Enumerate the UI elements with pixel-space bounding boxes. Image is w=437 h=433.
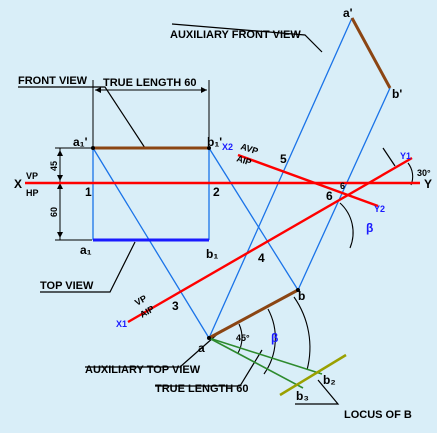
beta-angle-aux-top: β bbox=[271, 331, 278, 345]
point-b: b bbox=[298, 289, 305, 303]
point-b2: b₂ bbox=[323, 373, 336, 387]
leader-lines bbox=[18, 23, 396, 405]
reference-lines bbox=[25, 153, 420, 324]
dimension-45: 45 bbox=[49, 161, 59, 171]
top-view-label: TOP VIEW bbox=[40, 280, 94, 292]
true-length-label-top: TRUE LENGTH 60 bbox=[103, 77, 197, 89]
dimension-lines bbox=[55, 80, 210, 241]
ref-y2-label: Y2 bbox=[374, 204, 385, 214]
ref-y-label: Y bbox=[424, 177, 432, 191]
locus-line bbox=[279, 353, 347, 397]
ref-hp-label: HP bbox=[26, 188, 39, 198]
point-b-prime-aux: b' bbox=[392, 87, 402, 101]
point-b1-prime: b₁' bbox=[207, 135, 222, 149]
ref-vp-label: VP bbox=[26, 171, 38, 181]
point-markers bbox=[91, 146, 300, 340]
number-2: 2 bbox=[213, 185, 220, 199]
angle-30-label: 30° bbox=[417, 168, 431, 178]
ref-x1-label: X1 bbox=[116, 319, 127, 329]
point-a1-prime: a₁' bbox=[73, 135, 88, 149]
ref-x-label: X bbox=[14, 177, 22, 191]
ref-x2-label: X2 bbox=[222, 142, 233, 152]
beta-angle-reference: β bbox=[366, 221, 373, 235]
ref-y1-label: Y1 bbox=[400, 151, 411, 161]
number-1: 1 bbox=[85, 185, 92, 199]
point-a-prime-aux: a' bbox=[343, 6, 353, 20]
projector-lines bbox=[92, 17, 391, 339]
number-4: 4 bbox=[258, 251, 265, 265]
number-5: 5 bbox=[280, 152, 287, 166]
dimension-arrowheads bbox=[57, 87, 207, 238]
auxiliary-top-view-label: AUXILIARY TOP VIEW bbox=[85, 364, 201, 376]
dimension-60: 60 bbox=[49, 207, 59, 217]
point-a1: a₁ bbox=[80, 243, 92, 257]
auxiliary-top-view-line bbox=[208, 288, 299, 340]
number-3: 3 bbox=[172, 299, 179, 313]
auxiliary-front-view-label: AUXILIARY FRONT VIEW bbox=[170, 29, 301, 41]
locus-of-b-label: LOCUS OF B bbox=[344, 409, 412, 421]
auxiliary-front-view-line bbox=[350, 17, 392, 89]
point-a: a bbox=[198, 341, 205, 355]
point-b3: b₃ bbox=[296, 389, 309, 403]
ref-aip-upper-label: AIP bbox=[235, 153, 252, 167]
point-b1: b₁ bbox=[206, 247, 218, 261]
front-view-label: FRONT VIEW bbox=[18, 75, 88, 87]
construction-lines bbox=[208, 337, 323, 389]
true-length-label-bottom: TRUE LENGTH 60 bbox=[155, 383, 249, 395]
number-6-small: 6 bbox=[340, 181, 345, 191]
angle-45-label: 45° bbox=[236, 333, 250, 343]
number-6: 6 bbox=[326, 189, 333, 203]
